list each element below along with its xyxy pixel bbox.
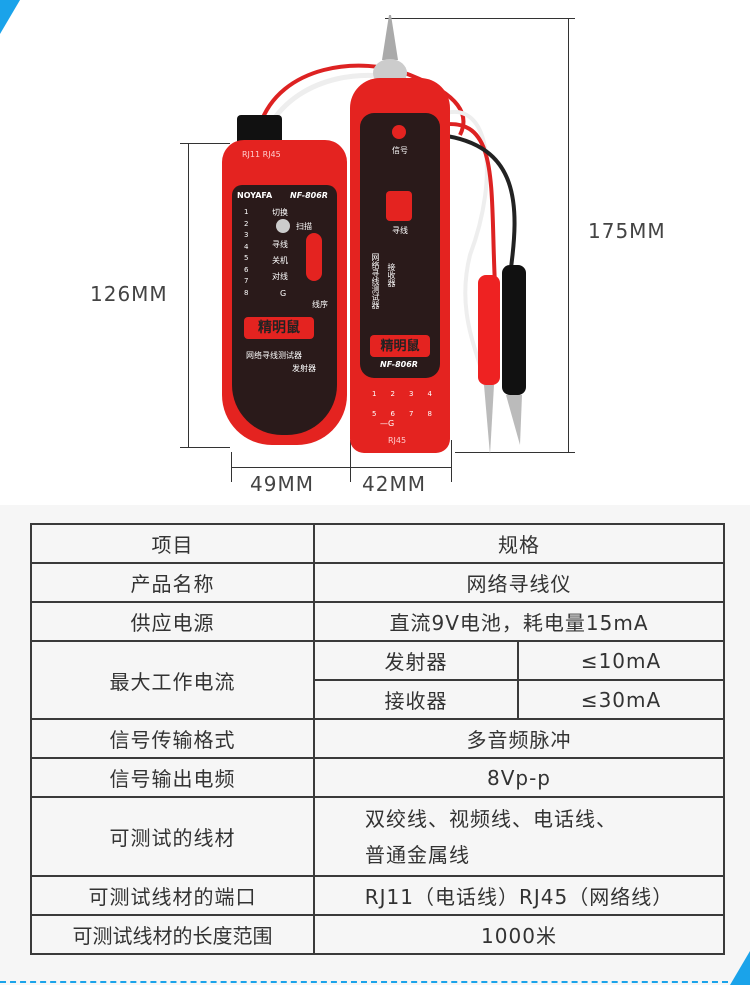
dimension-line-width <box>231 467 451 468</box>
dashed-divider <box>0 981 728 983</box>
trace-label: 寻线 <box>392 226 408 235</box>
sub-item: 接收器 <box>313 679 519 720</box>
switch-button[interactable] <box>276 219 290 233</box>
logo: 精明鼠 <box>244 317 314 339</box>
sub-item: 发射器 <box>313 640 519 681</box>
ground-label: —G <box>380 419 395 428</box>
pair-label: 对线 <box>272 272 288 281</box>
dimension-label-49: 49MM <box>250 472 314 496</box>
device-subtitle: 接收器 <box>387 263 396 287</box>
port-label: RJ11 RJ45 <box>242 150 281 159</box>
table-row: 供应电源直流9V电池，耗电量15mA <box>30 601 725 642</box>
dimension-tick <box>451 440 452 482</box>
dimension-tick <box>180 447 230 448</box>
header-spec: 规格 <box>313 523 725 564</box>
scan-label: 扫描 <box>296 222 312 231</box>
sub-value: ≤10mA <box>517 640 725 681</box>
dimension-tick <box>350 440 351 482</box>
logo: 精明鼠 <box>370 335 430 357</box>
transmitter-device: RJ11 RJ45 NOYAFA NF-806R 切换 扫描 寻线 关机 对线 … <box>222 140 347 445</box>
corner-decoration <box>730 951 750 985</box>
signal-led <box>392 125 406 139</box>
table-row: 产品名称网络寻线仪 <box>30 562 725 603</box>
trace-button[interactable] <box>386 191 412 221</box>
dimension-line-175 <box>568 18 569 453</box>
model-label: NF-806R <box>290 191 328 200</box>
device-title: 网络寻线测试器 <box>246 351 302 360</box>
row-spec: 网络寻线仪 <box>313 562 725 603</box>
probe-tip <box>373 15 407 85</box>
dimension-label-42: 42MM <box>362 472 426 496</box>
corner-decoration <box>0 0 20 34</box>
row-item: 产品名称 <box>30 562 315 603</box>
row-item: 供应电源 <box>30 601 315 642</box>
brand-label: NOYAFA <box>237 191 273 200</box>
device-subtitle: 发射器 <box>292 364 316 373</box>
receiver-panel: 信号 寻线 网络寻线测试器 接收器 精明鼠 <box>360 113 440 378</box>
off-label: 关机 <box>272 256 288 265</box>
model-label: NF-806R <box>380 360 418 369</box>
row-spec: RJ11（电话线）RJ45（网络线） <box>313 875 725 916</box>
signal-label: 信号 <box>392 146 408 155</box>
mode-slider[interactable] <box>306 233 322 281</box>
row-spec: 直流9V电池，耗电量15mA <box>313 601 725 642</box>
table-row: 最大工作电流发射器≤10mA <box>30 640 725 720</box>
row-item: 信号传输格式 <box>30 718 315 759</box>
table-row: 信号传输格式多音频脉冲 <box>30 718 725 759</box>
trace-label: 寻线 <box>272 240 288 249</box>
ground-label: G <box>280 289 287 298</box>
dimension-label-126: 126MM <box>90 282 168 306</box>
dimension-tick <box>231 452 232 482</box>
port-label: RJ45 <box>388 436 407 445</box>
row-item: 最大工作电流 <box>30 640 315 720</box>
table-header-row: 项目规格 <box>30 523 725 564</box>
row-spec: 多音频脉冲 <box>313 718 725 759</box>
switch-label: 切换 <box>272 208 288 217</box>
dimension-line-126 <box>188 143 189 448</box>
sequence-label: 线序 <box>312 300 328 309</box>
dimension-tick <box>180 143 230 144</box>
row-item: 可测试线材的端口 <box>30 875 315 916</box>
spec-table: 项目规格 产品名称网络寻线仪 供应电源直流9V电池，耗电量15mA 最大工作电流… <box>30 523 725 955</box>
row-item: 信号输出电频 <box>30 757 315 798</box>
header-item: 项目 <box>30 523 315 564</box>
row-item: 可测试线材的长度范围 <box>30 914 315 955</box>
sub-value: ≤30mA <box>517 679 725 720</box>
device-title: 网络寻线测试器 <box>371 253 380 309</box>
dimension-tick <box>455 452 575 453</box>
dimension-label-175: 175MM <box>588 219 666 243</box>
table-row: 接收器≤30mA <box>31 679 725 720</box>
row-spec: 1000米 <box>313 914 725 955</box>
row-item: 可测试的线材 <box>30 796 315 877</box>
row-spec: 8Vp-p <box>313 757 725 798</box>
table-row: 可测试的线材双绞线、视频线、电话线、普通金属线 <box>30 796 725 877</box>
row-spec: 双绞线、视频线、电话线、普通金属线 <box>313 796 725 877</box>
dimension-tick <box>385 18 575 19</box>
